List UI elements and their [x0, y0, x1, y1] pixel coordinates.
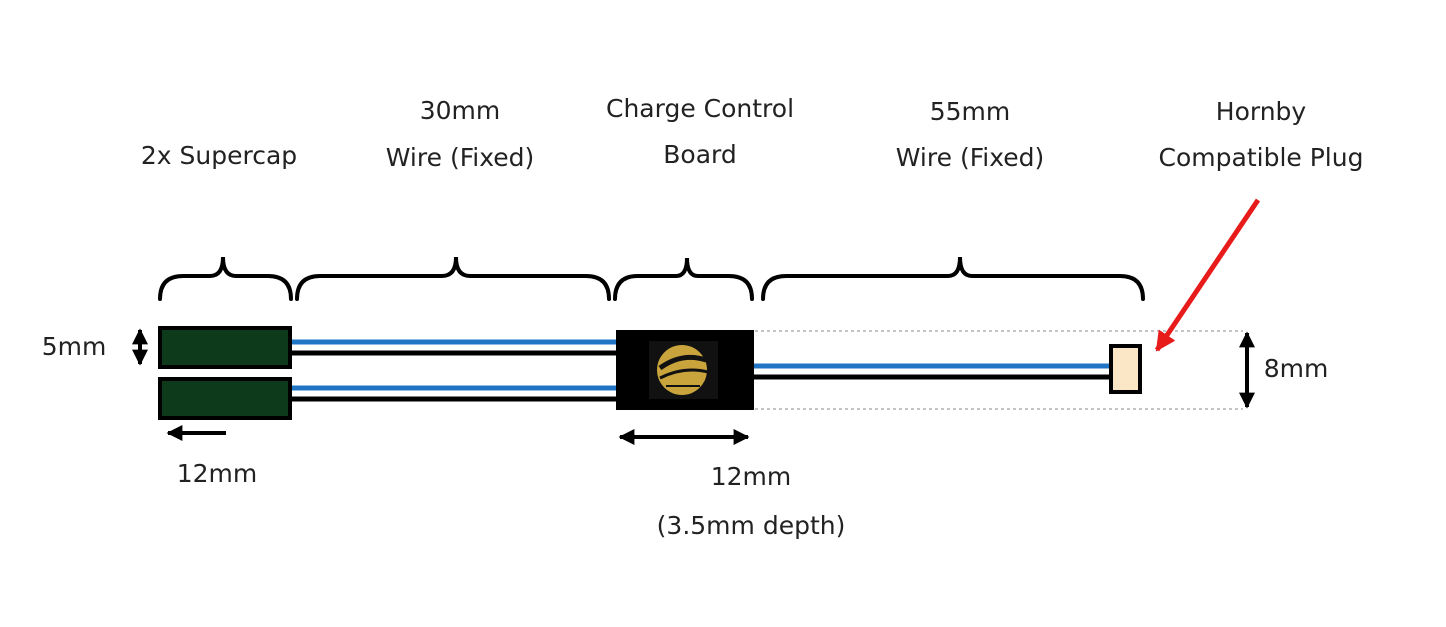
board-label-line1: Charge Control — [605, 94, 795, 123]
wire1-brace — [295, 256, 611, 301]
overall-height-label: 8mm — [1263, 354, 1329, 383]
wire2-type-label: Wire (Fixed) — [895, 143, 1045, 172]
supercap-bottom — [158, 377, 292, 420]
wire1-type-label: Wire (Fixed) — [385, 143, 535, 172]
wire1-length-label: 30mm — [419, 96, 501, 125]
board-depth-label: (3.5mm depth) — [656, 511, 846, 540]
supercap-height-label: 5mm — [41, 332, 107, 361]
hornby-plug — [1109, 344, 1142, 394]
wire2-brace — [761, 256, 1145, 301]
supercap-length-label: 12mm — [176, 459, 258, 488]
supercap-top — [158, 326, 292, 369]
plug-label-line1: Hornby — [1215, 97, 1307, 126]
supercap-brace — [158, 256, 293, 301]
supercap-label: 2x Supercap — [140, 141, 298, 170]
board-label-line2: Board — [663, 140, 737, 169]
board-logo-icon — [649, 341, 718, 399]
board-length-label: 12mm — [710, 462, 792, 491]
plug-label-line2: Compatible Plug — [1158, 143, 1364, 172]
red-pointer-arrow — [1154, 198, 1261, 352]
wire2-length-label: 55mm — [929, 97, 1011, 126]
board-brace — [613, 257, 754, 301]
